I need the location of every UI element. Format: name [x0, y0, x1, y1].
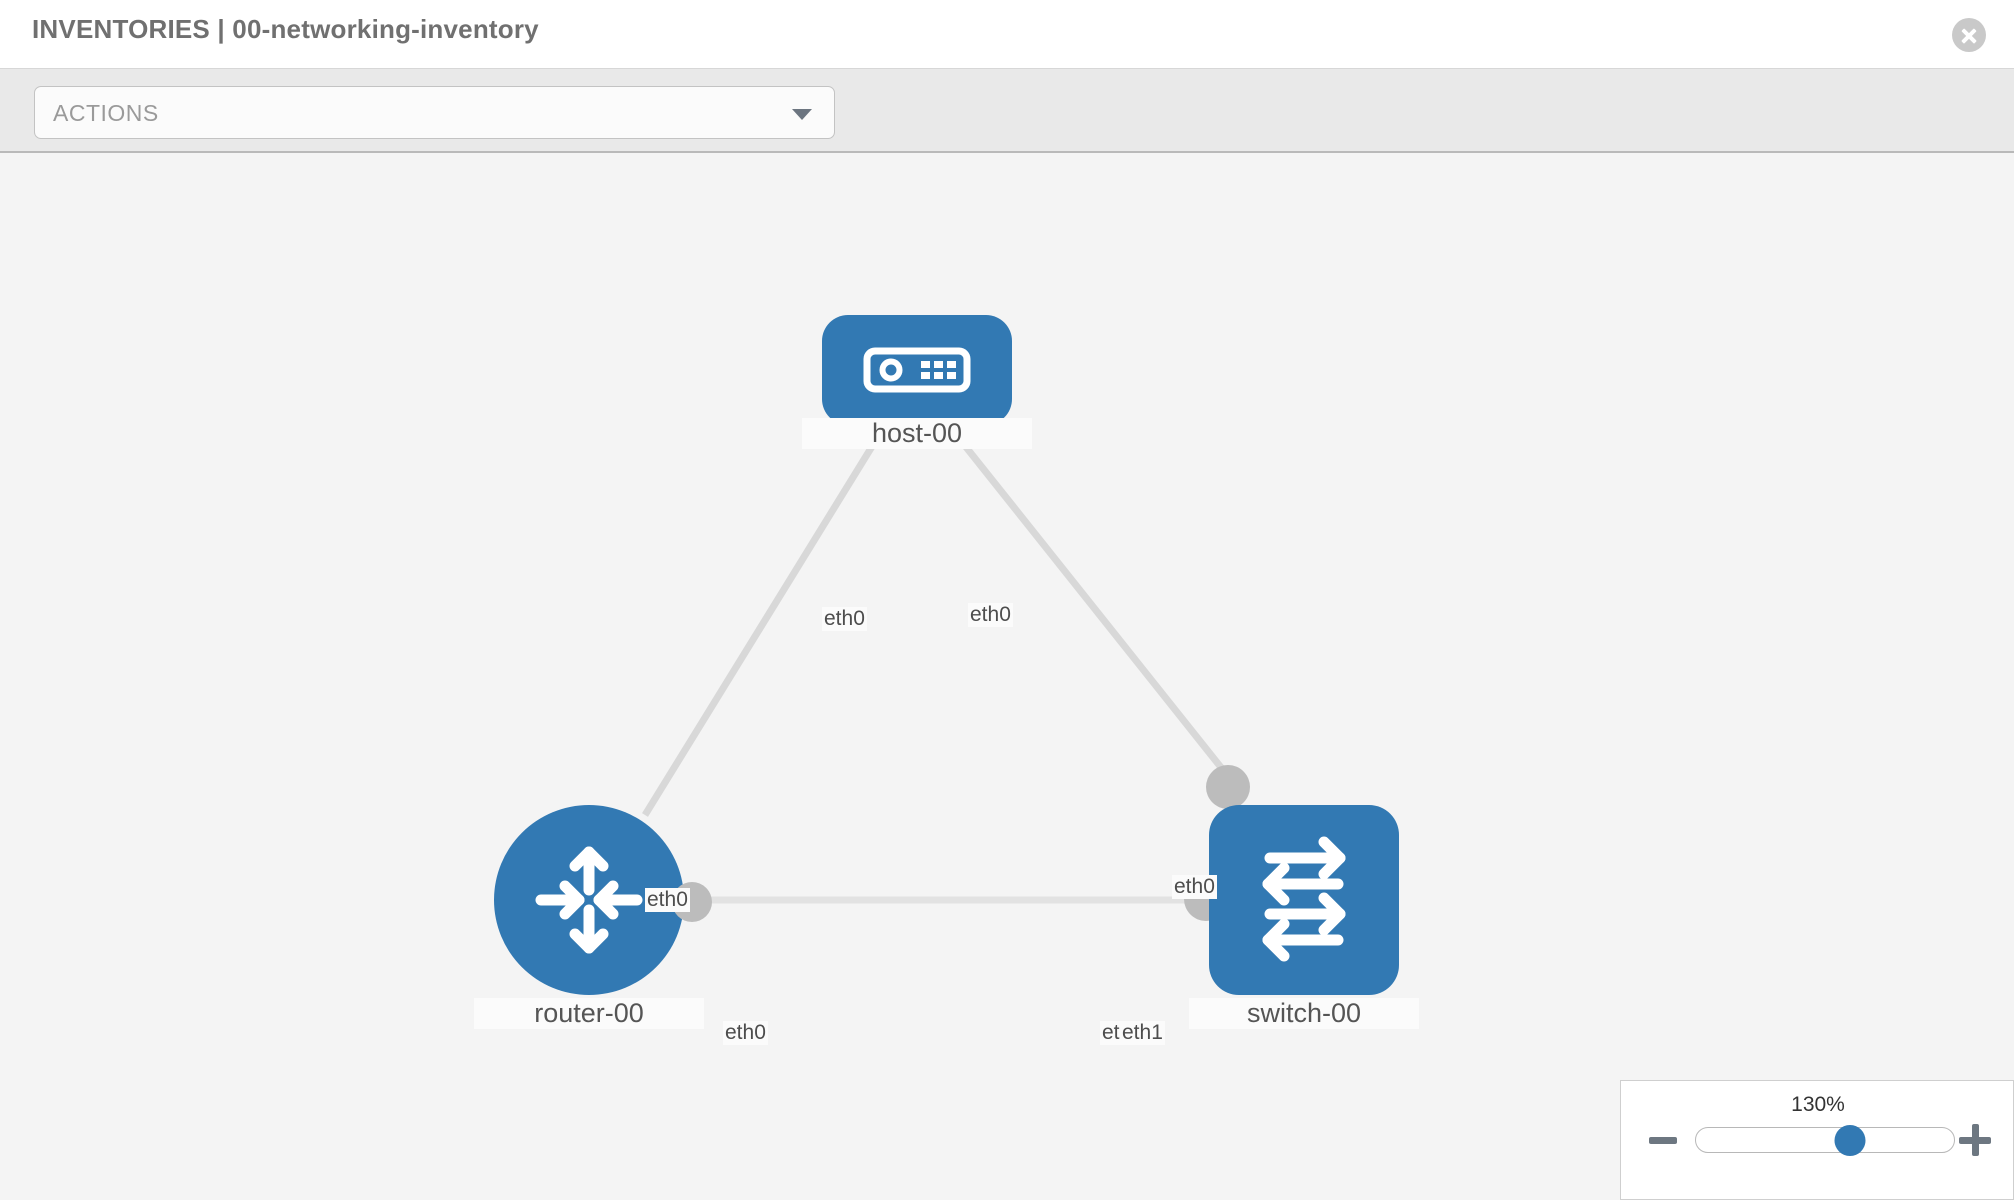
link-host-switch[interactable]: [947, 424, 1238, 788]
server-icon: [863, 347, 971, 393]
node-label-router: router-00: [474, 998, 704, 1029]
iface-label-switch-left-b: eth1: [1120, 1021, 1165, 1045]
iface-label-host-right: eth0: [968, 603, 1013, 627]
topology-canvas[interactable]: host-00: [0, 155, 2014, 1200]
node-label-switch: switch-00: [1189, 998, 1419, 1029]
page-title: INVENTORIES | 00-networking-inventory: [32, 14, 539, 44]
chevron-down-icon: [792, 109, 812, 120]
zoom-slider-track[interactable]: [1695, 1127, 1955, 1153]
iface-label-router-right: eth0: [723, 1021, 768, 1045]
node-switch-00[interactable]: switch-00: [1189, 805, 1419, 1029]
switch-node-shape: [1209, 805, 1399, 995]
close-icon[interactable]: [1952, 18, 1986, 52]
switch-arrows-icon: [1262, 836, 1346, 962]
zoom-level-value: 130%: [1791, 1093, 1845, 1116]
iface-label-router-up: eth0: [645, 888, 690, 912]
iface-label-switch-up: eth0: [1172, 875, 1217, 899]
actions-dropdown[interactable]: ACTIONS: [34, 86, 835, 139]
plus-icon[interactable]: [1959, 1124, 1991, 1156]
router-arrows-icon: [535, 846, 643, 954]
connector-knob-switch-top[interactable]: [1206, 765, 1250, 809]
topology-links: [642, 424, 1238, 904]
minus-icon[interactable]: [1649, 1137, 1677, 1144]
zoom-control-panel: 130%: [1620, 1080, 2014, 1200]
toolbar: ACTIONS SEARCH: [0, 69, 2014, 209]
node-host-00[interactable]: host-00: [802, 315, 1032, 449]
zoom-slider-thumb[interactable]: [1834, 1125, 1866, 1156]
node-label-host: host-00: [802, 418, 1032, 449]
actions-dropdown-label: ACTIONS: [53, 100, 159, 126]
iface-label-host-left: eth0: [822, 607, 867, 631]
page-header: INVENTORIES | 00-networking-inventory: [0, 0, 2014, 69]
host-node-shape: [822, 315, 1012, 425]
link-host-router[interactable]: [642, 425, 887, 817]
